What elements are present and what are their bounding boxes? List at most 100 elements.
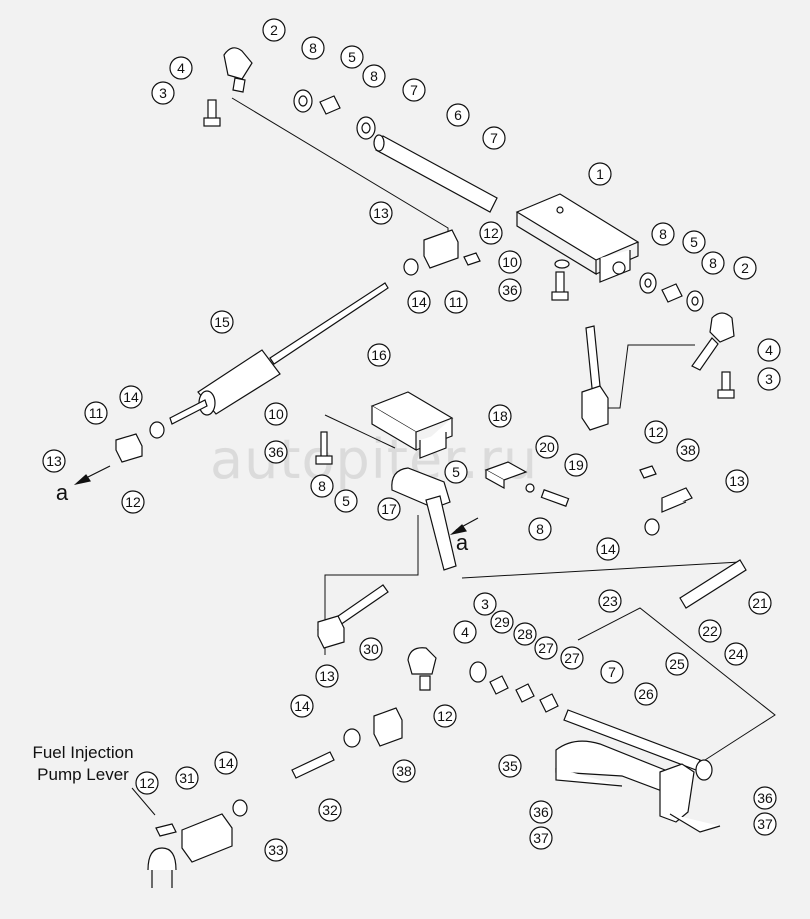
callout-circle-15 bbox=[210, 310, 234, 334]
lever-part-2 bbox=[223, 47, 735, 371]
callout-label-18: 18 bbox=[492, 408, 508, 424]
callout-circle-13 bbox=[42, 449, 66, 473]
callout-circle-7 bbox=[402, 78, 426, 102]
callout-circle-4 bbox=[453, 620, 477, 644]
callout-label-19: 19 bbox=[568, 457, 584, 473]
callout-circle-22 bbox=[698, 619, 722, 643]
callout-label-5: 5 bbox=[348, 49, 356, 65]
callout-label-12: 12 bbox=[437, 708, 453, 724]
callout-circle-2 bbox=[733, 256, 757, 280]
callout-label-36: 36 bbox=[757, 790, 773, 806]
callout-circle-11 bbox=[84, 401, 108, 425]
callout-circle-8 bbox=[528, 517, 552, 541]
callout-label-2: 2 bbox=[741, 260, 749, 276]
callout-label-23: 23 bbox=[602, 593, 618, 609]
block-part-11-top bbox=[423, 229, 481, 269]
callout-label-10: 10 bbox=[268, 406, 284, 422]
callout-circle-8 bbox=[701, 251, 725, 275]
callout-label-13: 13 bbox=[46, 453, 62, 469]
callout-label-13: 13 bbox=[373, 205, 389, 221]
callout-label-12: 12 bbox=[648, 424, 664, 440]
callout-label-22: 22 bbox=[702, 623, 718, 639]
view-marker-group: aa bbox=[56, 480, 469, 555]
callout-circle-7 bbox=[482, 126, 506, 150]
housing-part-16 bbox=[370, 391, 454, 459]
callout-label-24: 24 bbox=[728, 646, 744, 662]
guide-lines bbox=[131, 97, 776, 816]
callout-label-13: 13 bbox=[319, 668, 335, 684]
callout-circle-36 bbox=[498, 278, 522, 302]
lever-part-17 bbox=[391, 467, 457, 571]
callout-label-8: 8 bbox=[659, 226, 667, 242]
shaft-part-21 bbox=[679, 559, 747, 609]
callout-circle-33 bbox=[264, 838, 288, 862]
callout-label-20: 20 bbox=[539, 439, 555, 455]
callout-label-3: 3 bbox=[481, 596, 489, 612]
callout-circle-36 bbox=[529, 800, 553, 824]
callout-circle-5 bbox=[334, 489, 358, 513]
callout-label-12: 12 bbox=[483, 225, 499, 241]
callout-label-11: 11 bbox=[449, 294, 464, 310]
callout-circle-38 bbox=[392, 759, 416, 783]
callout-circle-8 bbox=[310, 474, 334, 498]
bracket-part-1 bbox=[515, 193, 640, 283]
callout-circle-12 bbox=[121, 490, 145, 514]
callout-circle-36 bbox=[753, 786, 777, 810]
callout-circle-10 bbox=[264, 402, 288, 426]
callout-label-17: 17 bbox=[381, 501, 397, 517]
callout-label-15: 15 bbox=[214, 314, 230, 330]
callout-circle-4 bbox=[169, 56, 193, 80]
callout-circle-12 bbox=[644, 420, 668, 444]
callout-label-27: 27 bbox=[538, 640, 554, 656]
callout-label-11: 11 bbox=[89, 405, 104, 421]
view-marker-a: a bbox=[456, 530, 469, 555]
callout-label-5: 5 bbox=[690, 234, 698, 250]
callout-label-27: 27 bbox=[564, 650, 580, 666]
callout-circle-14 bbox=[214, 751, 238, 775]
callout-circle-32 bbox=[318, 798, 342, 822]
callout-circle-4 bbox=[757, 338, 781, 362]
callout-circle-3 bbox=[757, 367, 781, 391]
callout-circle-37 bbox=[529, 826, 553, 850]
callout-label-37: 37 bbox=[757, 816, 773, 832]
callout-circle-8 bbox=[651, 222, 675, 246]
callout-circle-13 bbox=[369, 201, 393, 225]
callout-circle-17 bbox=[377, 497, 401, 521]
assembly-part-35 bbox=[555, 740, 721, 833]
callout-circle-24 bbox=[724, 642, 748, 666]
clamp-part-30 bbox=[407, 647, 559, 713]
callout-circle-13 bbox=[315, 664, 339, 688]
callout-label-35: 35 bbox=[502, 758, 518, 774]
callout-circle-14 bbox=[407, 290, 431, 314]
callout-circle-31 bbox=[175, 766, 199, 790]
callout-circle-14 bbox=[290, 694, 314, 718]
callout-circle-36 bbox=[264, 440, 288, 464]
callout-circle-37 bbox=[753, 812, 777, 836]
callout-label-26: 26 bbox=[638, 686, 654, 702]
callout-label-8: 8 bbox=[318, 478, 326, 494]
callout-label-7: 7 bbox=[608, 664, 616, 680]
callout-circle-8 bbox=[301, 36, 325, 60]
callout-label-14: 14 bbox=[218, 755, 234, 771]
callout-label-7: 7 bbox=[410, 82, 418, 98]
callout-circle-29 bbox=[490, 610, 514, 634]
callout-label-10: 10 bbox=[502, 254, 518, 270]
callout-label-3: 3 bbox=[159, 85, 167, 101]
callout-circle-26 bbox=[634, 682, 658, 706]
callout-label-7: 7 bbox=[490, 130, 498, 146]
callout-circle-14 bbox=[119, 385, 143, 409]
view-marker-a: a bbox=[56, 480, 69, 505]
fuel-injection-pump-lever-label: Fuel Injection Pump Lever bbox=[32, 743, 134, 784]
callout-circle-7 bbox=[600, 660, 624, 684]
callout-circle-5 bbox=[682, 230, 706, 254]
callout-label-33: 33 bbox=[268, 842, 284, 858]
callout-circle-11 bbox=[444, 290, 468, 314]
callout-label-5: 5 bbox=[452, 464, 460, 480]
callout-label-31: 31 bbox=[179, 770, 195, 786]
callout-label-38: 38 bbox=[680, 442, 696, 458]
callout-circle-1 bbox=[588, 162, 612, 186]
callout-circle-5 bbox=[340, 45, 364, 69]
callout-circle-12 bbox=[135, 771, 159, 795]
callout-circle-14 bbox=[596, 537, 620, 561]
